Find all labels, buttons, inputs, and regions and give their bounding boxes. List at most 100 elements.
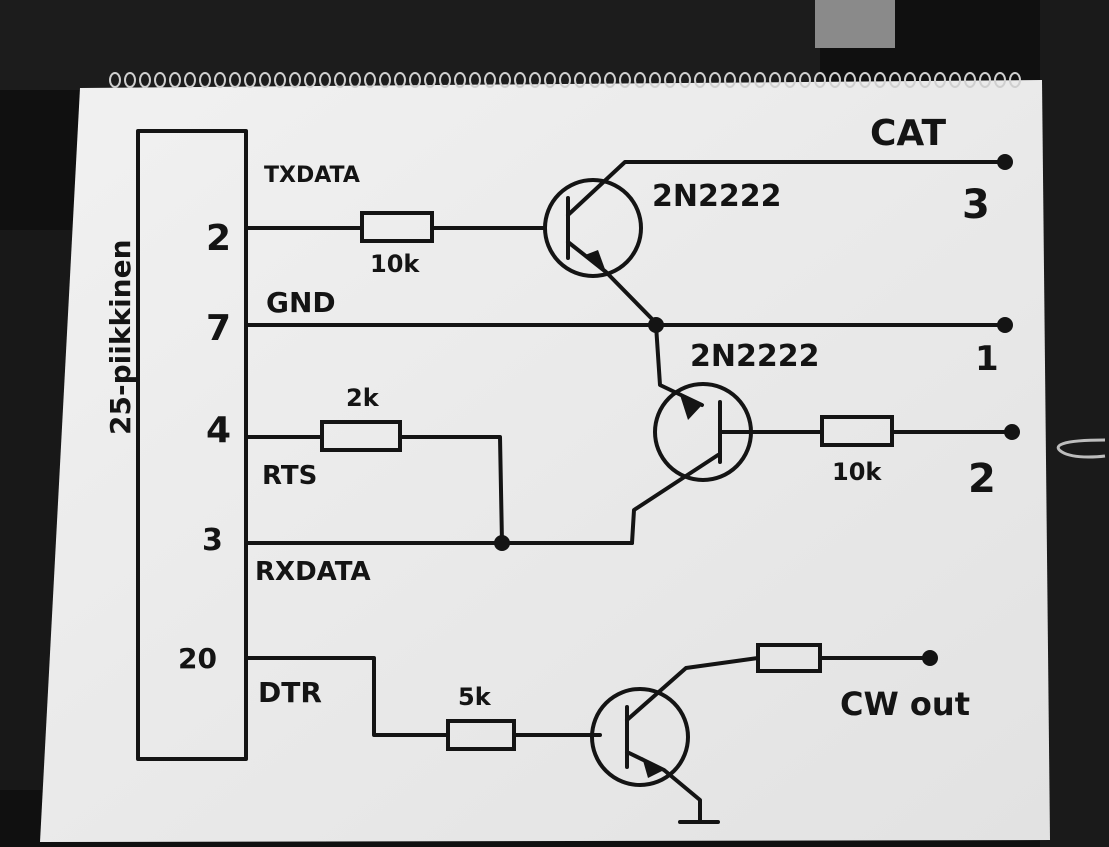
cw-out-dot: [922, 650, 938, 666]
spiral-ring: [799, 72, 811, 88]
spiral-ring: [394, 72, 406, 88]
q2-leads: [630, 323, 1014, 545]
spiral-ring: [859, 72, 871, 88]
spiral-binding: [109, 72, 1021, 88]
cat-pin-3-dot: [997, 154, 1013, 170]
wire-rts: [244, 435, 504, 545]
pin-20-label: 20: [178, 642, 217, 675]
rts-label: RTS: [262, 461, 317, 491]
cat-title: CAT: [870, 113, 946, 154]
spiral-ring: [184, 72, 196, 88]
spiral-ring: [589, 72, 601, 88]
spiral-ring: [769, 72, 781, 88]
spiral-ring: [829, 72, 841, 88]
resistor-out: [820, 415, 894, 447]
gnd-label: GND: [266, 286, 336, 319]
spiral-ring: [499, 72, 511, 88]
resistor-tx: [360, 211, 434, 243]
spiral-ring: [139, 72, 151, 88]
resistor-rts-label: 2k: [346, 384, 380, 412]
spiral-ring: [1009, 72, 1021, 88]
spiral-ring: [679, 72, 691, 88]
background-clip: [815, 0, 895, 48]
spiral-ring: [199, 72, 211, 88]
cw-out-label: CW out: [840, 685, 970, 723]
spiral-ring: [529, 72, 541, 88]
spiral-ring: [724, 72, 736, 88]
spiral-ring: [244, 72, 256, 88]
spiral-ring: [469, 72, 481, 88]
resistor-tx-label: 10k: [370, 250, 420, 278]
resistor-cw: [756, 643, 822, 673]
paper-clip: [1056, 438, 1106, 459]
transistor-q1: [543, 178, 643, 278]
cat-pin-1-dot: [997, 317, 1013, 333]
resistor-dtr-label: 5k: [458, 683, 492, 711]
q3-emitter-arrow: [642, 757, 664, 778]
spiral-ring: [814, 72, 826, 88]
background-right: [1040, 0, 1109, 847]
cat-pin-1-label: 1: [975, 339, 999, 379]
db25-connector-block: [136, 129, 248, 761]
spiral-ring: [934, 72, 946, 88]
spiral-ring: [739, 72, 751, 88]
background-equipment: [0, 0, 820, 90]
q2-label: 2N2222: [690, 339, 819, 374]
paper-sheet: [40, 80, 1050, 842]
spiral-ring: [229, 72, 241, 88]
wire-dtr: [244, 656, 602, 737]
connector-label: 25-piikkinen: [104, 239, 137, 435]
spiral-ring: [484, 72, 496, 88]
spiral-ring: [154, 72, 166, 88]
spiral-ring: [259, 72, 271, 88]
rxdata-junction: [494, 535, 510, 551]
spiral-ring: [379, 72, 391, 88]
spiral-ring: [619, 72, 631, 88]
spiral-ring: [949, 72, 961, 88]
q2-emitter-arrow: [680, 395, 702, 420]
resistor-dtr: [446, 719, 516, 751]
cat-pin-3-label: 3: [962, 182, 990, 228]
txdata-label: TXDATA: [264, 163, 360, 188]
cat-pin-2-label: 2: [968, 456, 996, 502]
spiral-ring: [889, 72, 901, 88]
spiral-ring: [424, 72, 436, 88]
spiral-ring: [514, 72, 526, 88]
spiral-ring: [964, 72, 976, 88]
spiral-ring: [214, 72, 226, 88]
spiral-ring: [319, 72, 331, 88]
spiral-ring: [559, 72, 571, 88]
pin-2-label: 2: [206, 218, 231, 259]
spiral-ring: [109, 72, 121, 88]
spiral-ring: [844, 72, 856, 88]
dtr-label: DTR: [258, 676, 322, 709]
spiral-ring: [604, 72, 616, 88]
spiral-ring: [979, 72, 991, 88]
spiral-ring: [364, 72, 376, 88]
spiral-ring: [289, 72, 301, 88]
spiral-ring: [904, 72, 916, 88]
spiral-ring: [574, 72, 586, 88]
spiral-ring: [634, 72, 646, 88]
spiral-ring: [754, 72, 766, 88]
transistor-q3: [590, 687, 690, 787]
pin-4-label: 4: [206, 410, 231, 451]
spiral-ring: [304, 72, 316, 88]
spiral-ring: [454, 72, 466, 88]
spiral-ring: [694, 72, 706, 88]
pin-3-label: 3: [202, 523, 223, 558]
spiral-ring: [919, 72, 931, 88]
spiral-ring: [409, 72, 421, 88]
resistor-out-label: 10k: [832, 458, 882, 486]
spiral-ring: [994, 72, 1006, 88]
q3-leads: [625, 656, 932, 824]
spiral-ring: [274, 72, 286, 88]
pin-7-label: 7: [206, 308, 231, 349]
spiral-ring: [349, 72, 361, 88]
resistor-rts: [320, 420, 402, 452]
spiral-ring: [169, 72, 181, 88]
spiral-ring: [709, 72, 721, 88]
q1-emitter-arrow: [585, 250, 606, 272]
spiral-ring: [544, 72, 556, 88]
